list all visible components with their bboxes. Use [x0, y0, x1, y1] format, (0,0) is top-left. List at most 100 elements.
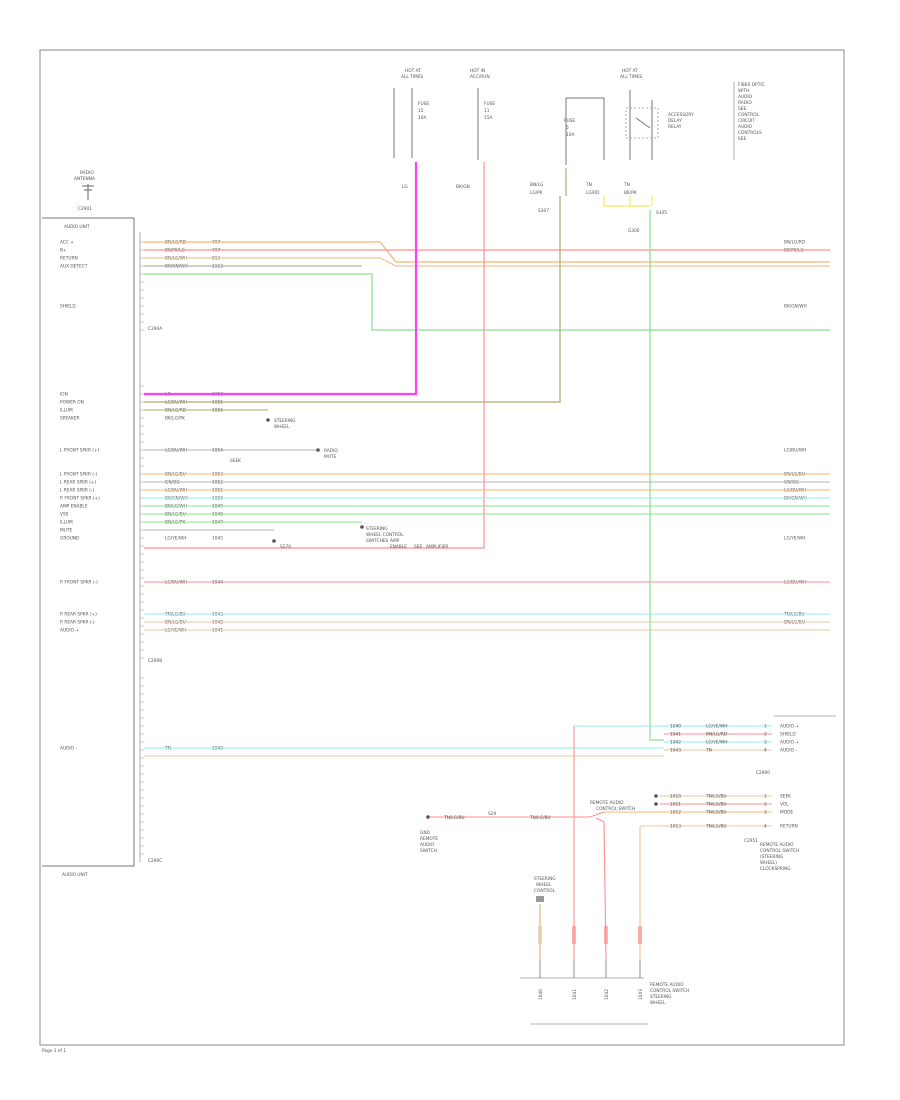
amp-ref-2: ENABLE	[390, 544, 407, 550]
fuse-b: HOT IN ACC/RUN FUSE 11 15A	[470, 68, 495, 160]
note-4: RADIO	[738, 100, 752, 106]
row-label: VSS	[60, 512, 69, 518]
audio-unit-title: AUDIO UNIT	[64, 224, 90, 230]
b2-color: TN/LG/BU	[705, 794, 727, 800]
b1-pin: 3	[764, 740, 767, 746]
b1-circuit: 1042	[670, 740, 681, 746]
feed-id-2: CONTROL SWITCH	[596, 806, 635, 812]
note-2: WITH	[738, 88, 749, 94]
radio-mute-2: MUTE	[324, 454, 336, 460]
fuse-a-label-1: HOT AT	[405, 68, 421, 74]
b2-pin: 2	[764, 802, 767, 808]
relay-label-2: DELAY	[668, 118, 682, 124]
bottom-cap-3: STEERING	[650, 994, 672, 1000]
wire-tag-7: TN	[623, 182, 630, 188]
row-right-label: LG/YE/WH	[784, 536, 805, 542]
fuse-c-val-3: 10A	[566, 132, 574, 138]
b2-node	[654, 794, 658, 798]
row-label: IGN	[60, 392, 68, 398]
radio-mute-1: RADIO	[324, 448, 338, 454]
row-label: SPEAKER	[60, 416, 80, 422]
row-label: R FRONT SPKR (+)	[60, 496, 100, 502]
fuse-b-val-1: FUSE	[484, 101, 495, 107]
row-label: AMP ENABLE	[60, 504, 88, 510]
wire-ret	[144, 257, 830, 267]
b1-label: SHIELD	[780, 732, 796, 738]
feed-color-1: TN/LG/BU	[443, 815, 465, 821]
block2-cap-1: REMOTE AUDIO	[760, 842, 794, 848]
ground-label: G300	[628, 228, 640, 234]
fuse-b-val-2: 11	[484, 108, 490, 114]
b1-color: LG/YE/WH	[706, 740, 727, 746]
b2-circuit: 1011	[670, 802, 681, 808]
b2-pin: 1	[764, 794, 767, 800]
fuse-b-val-3: 15A	[484, 115, 492, 121]
b1-label: AUDIO -	[780, 748, 797, 754]
b2-color: TN/LG/BU	[705, 802, 727, 808]
wire-feed	[430, 811, 605, 818]
row-label: AUDIO +	[60, 628, 79, 634]
drop-label: 1040	[538, 989, 544, 1000]
gnd-splice: S270	[280, 544, 291, 550]
conn-bottom: C290C	[148, 858, 162, 864]
relay: HOT AT ALL TIMES ACCESSORY DELAY RELAY	[620, 68, 694, 160]
block2-conn: C2951	[744, 838, 758, 844]
b2-circuit: 1013	[670, 824, 681, 830]
note-5: SEE	[738, 106, 746, 112]
wire-shield	[144, 273, 830, 331]
row-label: POWER ON	[60, 400, 84, 406]
pin-ticks	[140, 241, 144, 855]
b1-color: BN/LG/RD	[706, 732, 728, 738]
row-label: SHIELD	[60, 304, 76, 310]
clockspring-3: CONTROL	[534, 888, 556, 894]
antenna-icon	[82, 184, 94, 200]
b2-circuit: 1010	[670, 794, 681, 800]
wire-tag-6: LG/RD	[586, 190, 600, 196]
row-label: L REAR SPKR (-)	[60, 488, 94, 494]
wire-tag-8: BK/PK	[624, 190, 637, 196]
drop-label: 1042	[604, 989, 610, 1000]
row-wire-color: LG/YE/WH	[165, 536, 186, 542]
drop-connector	[572, 926, 576, 944]
note-7: CIRCUIT	[738, 118, 755, 124]
gnd-ref-4: SWITCH	[420, 848, 437, 854]
diagram-frame	[39, 49, 845, 1046]
b2-label: SEEK	[780, 794, 791, 800]
relay-label-3: RELAY	[668, 124, 682, 130]
b1-color: LG/YE/WH	[706, 724, 727, 730]
row-label: GROUND	[60, 536, 80, 542]
wire-power-on	[144, 196, 561, 403]
clockspring-2: WHEEL	[536, 882, 552, 888]
feed-id-1: REMOTE AUDIO	[590, 800, 624, 806]
fuse-b-label-1: HOT IN	[470, 68, 485, 74]
antenna-id: C2901	[78, 206, 92, 212]
b2-color: TN/LG/BU	[705, 824, 727, 830]
fuse-c: FUSE 5 10A	[564, 97, 605, 165]
b1-circuit: 1043	[670, 748, 681, 754]
b2-circuit: 1012	[670, 810, 681, 816]
bottom-cap-1: REMOTE AUDIO	[650, 982, 684, 988]
wire-tag-3: BN/LG	[530, 182, 543, 188]
drop-label: 1041	[572, 989, 578, 1000]
b1-circuit: 1040	[670, 724, 681, 730]
row-right-label: LG/BU/WH	[784, 448, 806, 454]
drop-connector	[538, 926, 542, 944]
bottom-cap-2: CONTROL SWITCH	[650, 988, 689, 994]
b1-label: AUDIO +	[780, 724, 799, 730]
row-label: R REAR SPKR (-)	[60, 620, 95, 626]
antenna-label-2: ANTENNA	[74, 176, 95, 182]
sw-1: STEERING	[366, 526, 388, 532]
feed-color-2: TN/LG/BU	[529, 815, 551, 821]
audio-unit-module: RADIO ANTENNA C2901 AUDIO UNIT AUDIO UNI…	[42, 170, 162, 878]
b2-label: MODE	[780, 810, 793, 816]
fuse-c-val-1: FUSE	[564, 118, 575, 124]
row-label: L FRONT SPKR (-)	[60, 472, 98, 478]
amp-ref-3: SEE	[414, 544, 422, 550]
row-label: ILLUM	[60, 520, 73, 526]
splice-s-right: S305	[656, 210, 667, 216]
wire-relay-a	[603, 196, 650, 207]
b2-label: RETURN	[780, 824, 798, 830]
clockspring-1: STEERING	[534, 876, 556, 882]
